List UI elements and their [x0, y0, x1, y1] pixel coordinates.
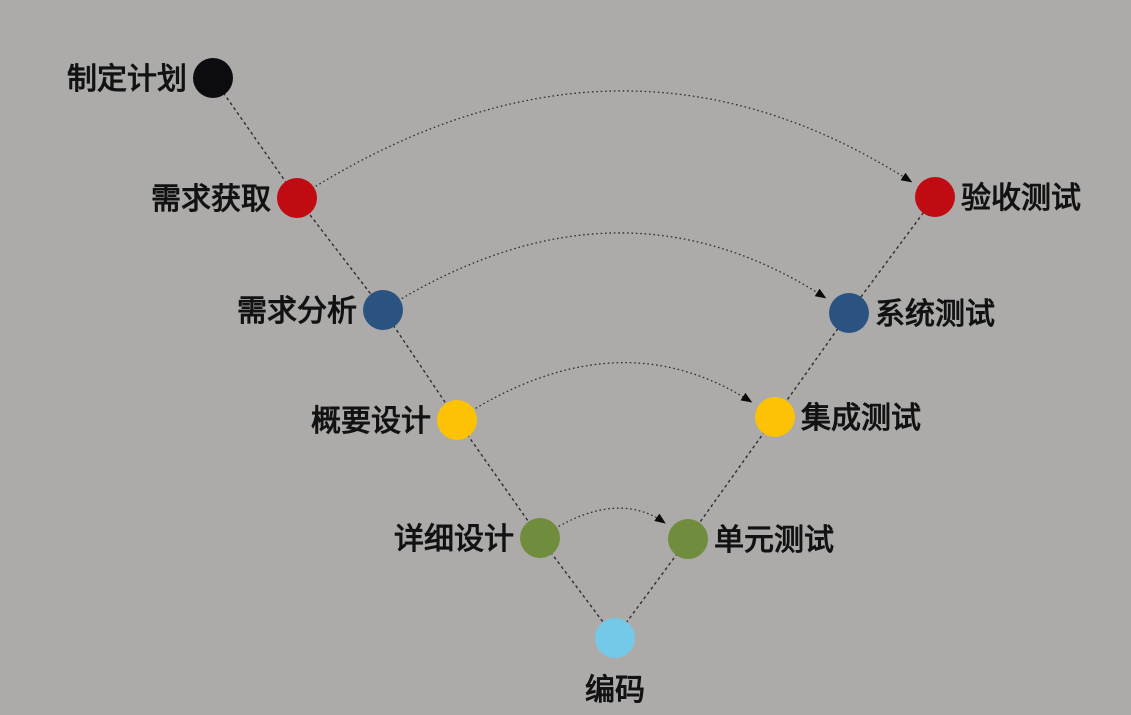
node-detailed-design-dot — [520, 518, 560, 558]
node-system-test-dot — [829, 293, 869, 333]
node-plan-label: 制定计划 — [67, 62, 187, 97]
node-acceptance-test-label: 验收测试 — [961, 181, 1081, 216]
node-coding-label: 编码 — [585, 673, 645, 708]
node-plan-dot — [193, 58, 233, 98]
node-integration-test-label: 集成测试 — [800, 401, 921, 436]
node-coding-dot — [595, 618, 635, 658]
verification-arc-req-acquisition-to-acceptance-test — [296, 90, 913, 199]
node-unit-test-dot — [668, 519, 708, 559]
node-high-level-design-label: 概要设计 — [311, 404, 431, 439]
node-acceptance-test-dot — [915, 177, 955, 217]
process-chain-line — [212, 77, 936, 640]
node-req-analysis-label: 需求分析 — [237, 294, 357, 329]
node-unit-test-label: 单元测试 — [714, 523, 834, 558]
node-system-test-label: 系统测试 — [875, 297, 995, 332]
node-high-level-design-dot — [437, 400, 477, 440]
node-req-acquisition-dot — [277, 178, 317, 218]
node-integration-test-dot — [755, 397, 795, 437]
node-detailed-design-label: 详细设计 — [394, 522, 514, 557]
verification-arc-req-analysis-to-system-test — [382, 232, 827, 311]
node-req-acquisition-label: 需求获取 — [151, 182, 271, 217]
node-req-analysis-dot — [363, 290, 403, 330]
